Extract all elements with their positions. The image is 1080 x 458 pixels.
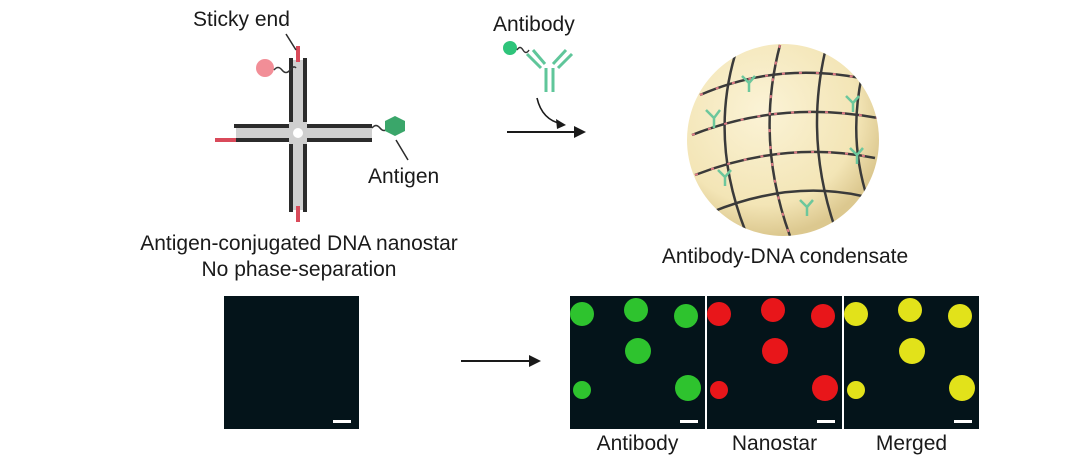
sticky-end-label: Sticky end [193, 8, 290, 31]
droplets [570, 298, 701, 401]
antibody-micrograph [570, 296, 705, 429]
antibody-top-label: Antibody [493, 13, 575, 36]
nanostar-micrograph [707, 296, 842, 429]
micrograph-label-nanostar: Nanostar [731, 432, 818, 455]
nanostar-caption-line2: No phase-separation [201, 258, 397, 281]
scale-bar [333, 420, 351, 423]
condensate-caption: Antibody-DNA condensate [661, 245, 909, 268]
micrograph-label-merged: Merged [875, 432, 948, 455]
no-separation-micrograph [224, 296, 359, 429]
scale-bar [680, 420, 698, 423]
antigen-label: Antigen [368, 165, 440, 188]
scale-bar [954, 420, 972, 423]
nanostar-caption-line1: Antigen-conjugated DNA nanostar [140, 232, 458, 255]
merged-micrograph [844, 296, 979, 429]
micrograph-label-antibody: Antibody [596, 432, 679, 455]
scale-bar [817, 420, 835, 423]
